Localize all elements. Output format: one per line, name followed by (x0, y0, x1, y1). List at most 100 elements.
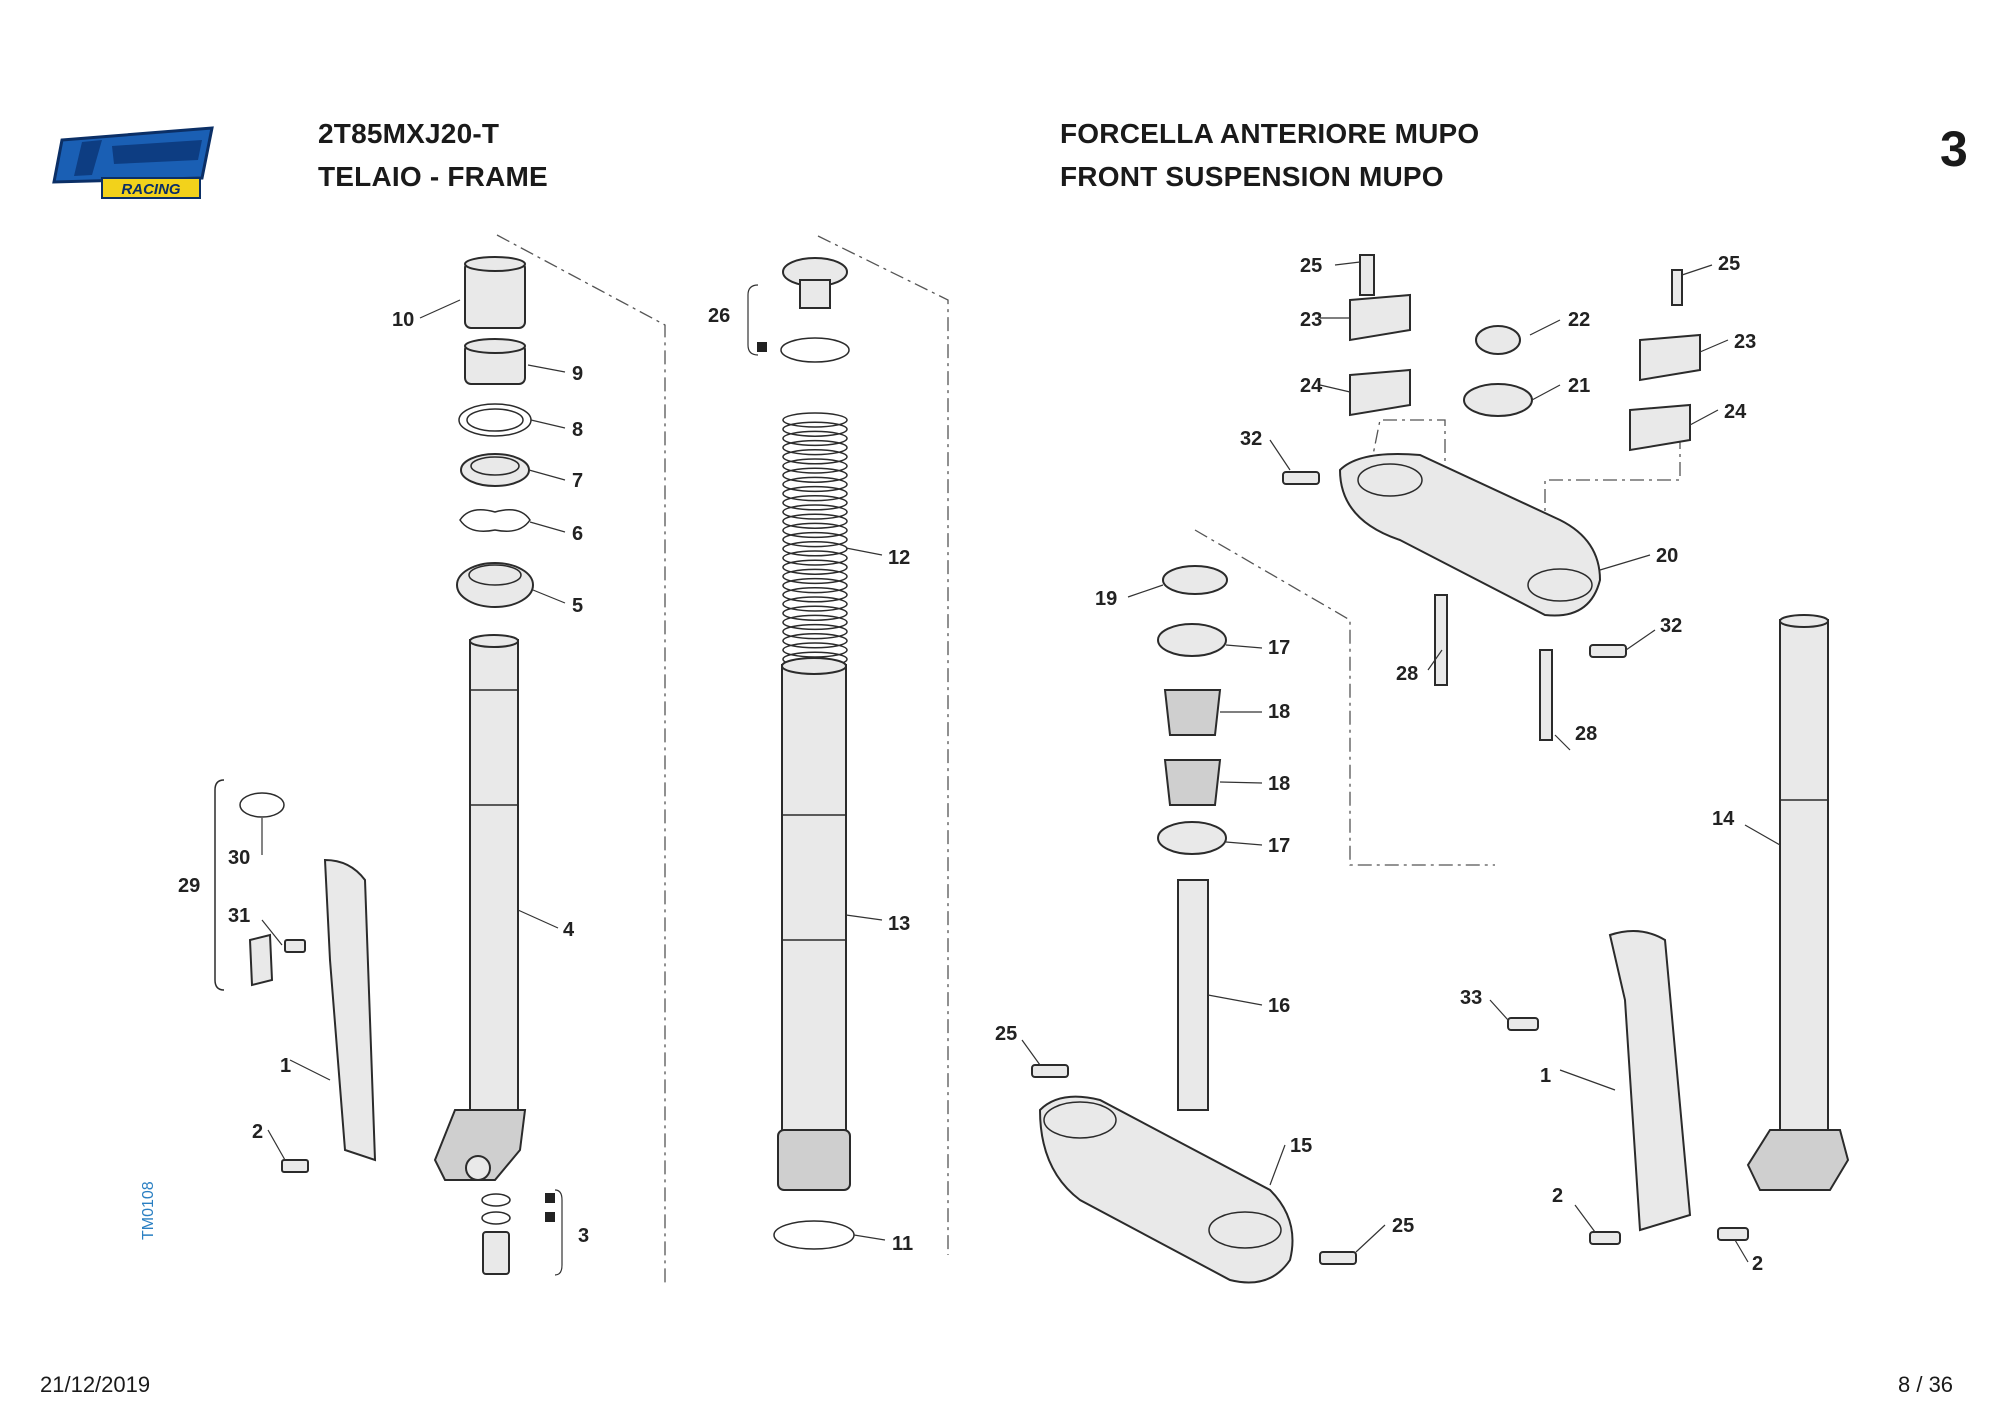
part-25-screw-b (1671, 269, 1683, 306)
part-3-oring-a (481, 1193, 511, 1207)
callout-25-c: 25 (995, 1023, 1017, 1045)
spring-coil (782, 559, 848, 575)
part-15-bottom-clamp (1038, 1095, 1294, 1284)
footer-date: 21/12/2019 (40, 1372, 151, 1397)
part-23-clamp-a (1349, 293, 1411, 342)
callout-33: 33 (1460, 987, 1482, 1009)
callout-2-right-b: 2 (1752, 1253, 1763, 1275)
spring-coil (782, 458, 848, 474)
callout-22: 22 (1568, 309, 1590, 331)
callout-18-b: 18 (1268, 773, 1290, 795)
part-12-spring (782, 412, 848, 667)
callout-2-left: 2 (252, 1121, 263, 1143)
callout-25-a: 25 (1300, 255, 1322, 277)
part-1-guard (323, 858, 377, 1162)
part-4-outer-tube (469, 639, 519, 1111)
spring-coil (782, 623, 848, 640)
callout-25-d: 25 (1392, 1215, 1414, 1237)
fork-cartridge (757, 257, 855, 1250)
section-number: 3 (1940, 121, 1968, 177)
callout-19: 19 (1095, 588, 1117, 610)
spring-coil (782, 421, 848, 437)
part-1-guard-right (1608, 930, 1692, 1232)
spring-coil (782, 439, 848, 456)
callout-2-right-a: 2 (1552, 1185, 1563, 1207)
footer-page: 8 / 36 (1898, 1372, 1954, 1397)
callout-13: 13 (888, 913, 910, 935)
part-25-screw-c (1031, 1064, 1069, 1078)
part-30-clamp (239, 792, 285, 818)
part-14-fork-leg (1779, 619, 1829, 1131)
spring-coil (782, 412, 848, 428)
callout-10: 10 (392, 309, 414, 331)
callout-32-a: 32 (1240, 428, 1262, 450)
part-2-screw (281, 1159, 309, 1173)
part-24-clamp-b (1629, 403, 1691, 452)
spring-coil (782, 633, 848, 649)
callout-23-b: 23 (1734, 331, 1756, 353)
part-2-screw-right-a (1589, 1231, 1621, 1245)
part-32-screw-b (1589, 644, 1627, 658)
spring-coil (782, 495, 848, 511)
part-13-inner-tube (781, 664, 847, 1186)
spring-coil (782, 485, 848, 502)
callout-1-right: 1 (1540, 1065, 1551, 1087)
spring-coil (782, 476, 848, 493)
part-21-nut (1463, 383, 1533, 417)
tm-racing-logo: RACING (52, 126, 214, 199)
callout-9: 9 (572, 363, 583, 385)
spring-coil (782, 614, 848, 631)
part-31-bushing (248, 933, 274, 987)
callout-23-a: 23 (1300, 309, 1322, 331)
spring-coil (782, 513, 848, 529)
part-23-clamp-b (1639, 333, 1701, 382)
part-32-screw-a (1282, 471, 1320, 485)
spring-coil (782, 587, 848, 603)
callout-25-b: 25 (1718, 253, 1740, 275)
spring-coil (782, 430, 848, 447)
part-28-bolt-a (1434, 594, 1448, 686)
part-33-screw (1507, 1017, 1539, 1031)
part-24-clamp-a (1349, 368, 1411, 417)
spring-coil (782, 522, 848, 539)
callout-28-a: 28 (1396, 663, 1418, 685)
svg-text:RACING: RACING (121, 181, 180, 198)
part-16-stem (1177, 879, 1209, 1111)
callout-3: 3 (578, 1225, 589, 1247)
callout-8: 8 (572, 419, 583, 441)
callout-21: 21 (1568, 375, 1590, 397)
callout-7: 7 (572, 470, 583, 492)
left-fork-leg (433, 256, 555, 1275)
callout-29: 29 (178, 875, 200, 897)
part-22-cap (1475, 325, 1521, 355)
left-fork-guard (214, 779, 377, 1173)
part-2-screw-right-b (1717, 1227, 1749, 1241)
part-19-washer (1162, 565, 1228, 595)
spring-coil (782, 568, 848, 585)
callout-6: 6 (572, 523, 583, 545)
callout-17-b: 17 (1268, 835, 1290, 857)
part-18-bearing-b (1163, 759, 1222, 806)
spring-coil (782, 550, 848, 566)
spring-coil (782, 467, 848, 483)
callout-17-a: 17 (1268, 637, 1290, 659)
callout-15: 15 (1290, 1135, 1312, 1157)
spring-coil (782, 449, 848, 465)
part-6-clip (459, 509, 531, 532)
spring-coil (782, 531, 848, 548)
callout-12: 12 (888, 547, 910, 569)
spring-coil (782, 642, 848, 658)
callout-16: 16 (1268, 995, 1290, 1017)
part-18-bearing-a (1163, 689, 1222, 736)
callout-24-b: 24 (1724, 401, 1747, 423)
part-20-top-clamp (1338, 453, 1602, 617)
callout-26: 26 (708, 305, 730, 327)
callout-11: 11 (892, 1233, 913, 1255)
part-17-race-a (1157, 623, 1227, 657)
part-25-screw-d (1319, 1251, 1357, 1265)
callout-28-b: 28 (1575, 723, 1597, 745)
callout-32-b: 32 (1660, 615, 1682, 637)
model-code: 2T85MXJ20-T (318, 118, 500, 149)
steering-assembly (1031, 254, 1701, 1284)
